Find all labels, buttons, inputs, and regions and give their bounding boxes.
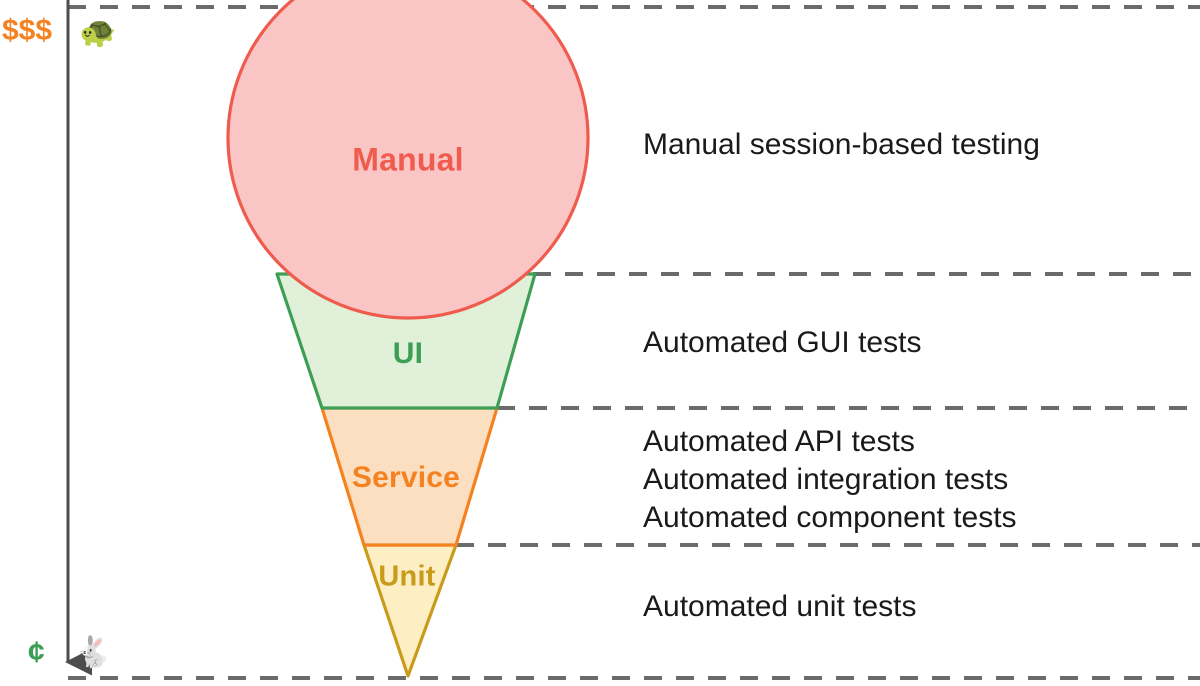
description-ui-line-1: Automated GUI tests [643, 326, 922, 359]
cone-label-unit: Unit [378, 560, 436, 593]
description-service-line-1: Automated API tests [643, 425, 915, 458]
description-service: Automated API tests Automated integratio… [643, 423, 1017, 537]
cone-label-manual: Manual [352, 141, 464, 178]
cone-label-service: Service [351, 461, 461, 494]
rabbit-icon: 🐇 [74, 636, 112, 669]
cost-label-expensive: $$$ [2, 14, 53, 47]
description-unit-line-1: Automated unit tests [643, 590, 917, 623]
description-ui: Automated GUI tests [643, 324, 921, 362]
turtle-icon: 🐢 [79, 16, 117, 49]
description-service-line-2: Automated integration tests [643, 463, 1009, 496]
description-manual: Manual session-based testing [643, 126, 1040, 164]
cost-label-cheap: ¢ [28, 636, 45, 669]
description-manual-line-1: Manual session-based testing [643, 128, 1040, 161]
description-service-line-3: Automated component tests [643, 501, 1017, 534]
cone-segment-manual [226, 0, 590, 320]
description-unit: Automated unit tests [643, 588, 917, 626]
cone-label-ui: UI [392, 337, 424, 370]
